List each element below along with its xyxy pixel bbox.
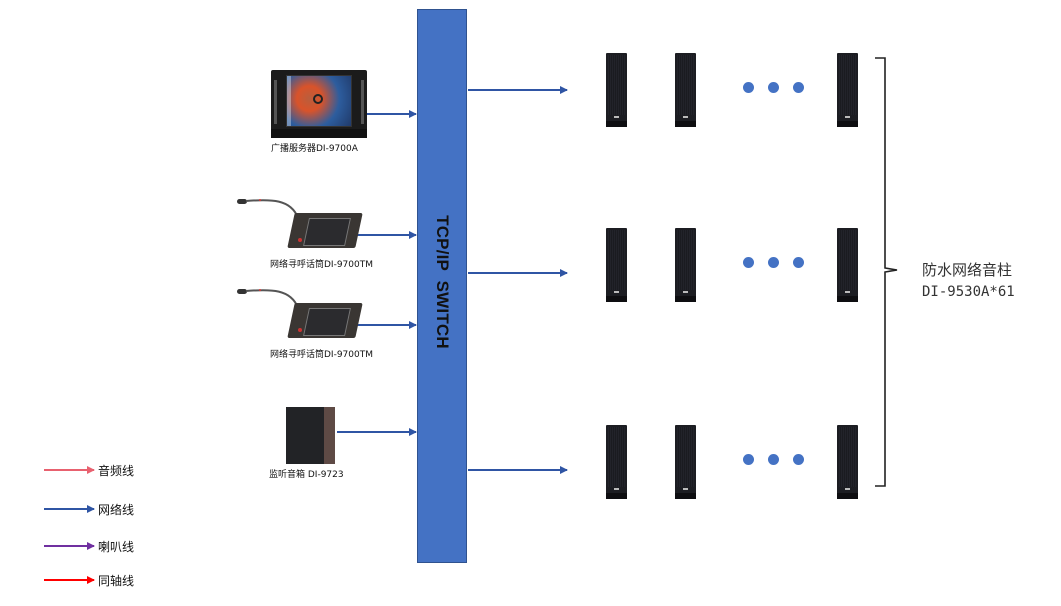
column-speaker-icon[interactable] xyxy=(675,228,696,302)
speaker-grille xyxy=(839,427,856,487)
legend-label-speaker: 喇叭线 xyxy=(98,540,135,554)
speaker-badge xyxy=(845,488,850,490)
ellipsis-dot xyxy=(768,82,779,93)
console-ptt-button xyxy=(298,328,302,332)
mic2-label: 网络寻呼话筒DI-9700TM xyxy=(270,350,373,360)
column-speaker-icon[interactable] xyxy=(837,425,858,499)
speaker-badge xyxy=(614,291,619,293)
ellipsis-dot xyxy=(743,257,754,268)
switch-label: TCP/IP SWITCH xyxy=(433,215,452,349)
speaker-foot xyxy=(837,493,858,499)
speaker-badge xyxy=(683,116,688,118)
column-speaker-icon[interactable] xyxy=(606,228,627,302)
paging-microphone-icon[interactable] xyxy=(236,196,363,256)
server-label: 广播服务器DI-9700A xyxy=(271,144,358,154)
monitor-speaker-icon[interactable] xyxy=(286,407,335,464)
speaker-badge xyxy=(614,116,619,118)
server-base xyxy=(271,129,367,138)
speaker-foot xyxy=(606,493,627,499)
monitor-speaker-front xyxy=(286,407,324,464)
monitor-label: 监听音箱 DI-9723 xyxy=(269,470,344,480)
speaker-foot xyxy=(837,296,858,302)
legend-label-network: 网络线 xyxy=(98,503,135,517)
ellipsis-dot xyxy=(793,454,804,465)
ellipsis-dot xyxy=(743,82,754,93)
speaker-badge xyxy=(845,291,850,293)
speaker-grille xyxy=(677,55,694,115)
column-speaker-icon[interactable] xyxy=(837,53,858,127)
broadcast-server-icon[interactable] xyxy=(271,70,367,138)
mic1-label: 网络寻呼话筒DI-9700TM xyxy=(270,260,373,270)
column-speaker-icon[interactable] xyxy=(606,425,627,499)
ellipsis-dot xyxy=(793,82,804,93)
speaker-group-label: 防水网络音柱 DI-9530A*61 xyxy=(922,259,1015,303)
console-touch-panel xyxy=(303,308,351,336)
server-screen xyxy=(286,75,352,127)
speaker-grille xyxy=(608,427,625,487)
speaker-badge xyxy=(614,488,619,490)
speaker-badge xyxy=(683,488,688,490)
speaker-foot xyxy=(606,296,627,302)
column-speaker-icon[interactable] xyxy=(675,53,696,127)
column-speaker-icon[interactable] xyxy=(606,53,627,127)
speaker-foot xyxy=(675,296,696,302)
rack-ear-right xyxy=(361,80,364,124)
screen-logo xyxy=(313,94,323,104)
speaker-group-brace xyxy=(875,57,898,487)
speaker-grille xyxy=(608,55,625,115)
speaker-foot xyxy=(675,493,696,499)
speaker-grille xyxy=(839,55,856,115)
column-speaker-icon[interactable] xyxy=(837,228,858,302)
speaker-grille xyxy=(677,230,694,290)
ellipsis-dot xyxy=(793,257,804,268)
paging-microphone-icon[interactable] xyxy=(236,286,363,346)
speaker-group-name: 防水网络音柱 xyxy=(922,261,1013,279)
speaker-foot xyxy=(675,121,696,127)
ellipsis-dot xyxy=(768,257,779,268)
tcp-ip-switch[interactable]: TCP/IP SWITCH xyxy=(417,9,467,563)
speaker-group-model: DI-9530A*61 xyxy=(922,284,1015,300)
speaker-foot xyxy=(606,121,627,127)
legend-label-audio: 音频线 xyxy=(98,464,135,478)
screen-taskbar xyxy=(287,76,291,126)
rack-ear-left xyxy=(274,80,277,124)
speaker-badge xyxy=(683,291,688,293)
speaker-grille xyxy=(677,427,694,487)
console-ptt-button xyxy=(298,238,302,242)
speaker-grille xyxy=(839,230,856,290)
speaker-foot xyxy=(837,121,858,127)
monitor-speaker-side xyxy=(324,407,335,464)
console-touch-panel xyxy=(303,218,351,246)
legend-label-coaxial: 同轴线 xyxy=(98,574,135,588)
speaker-badge xyxy=(845,116,850,118)
ellipsis-dot xyxy=(743,454,754,465)
column-speaker-icon[interactable] xyxy=(675,425,696,499)
speaker-grille xyxy=(608,230,625,290)
ellipsis-dot xyxy=(768,454,779,465)
